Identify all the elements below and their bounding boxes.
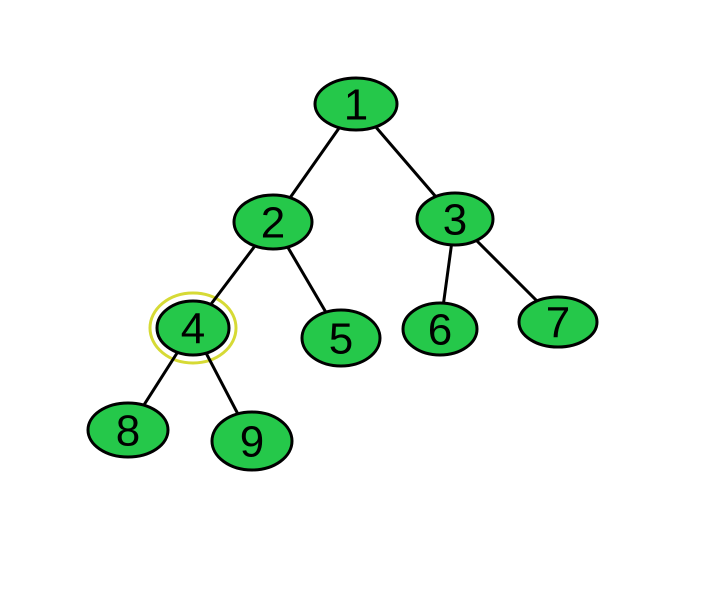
highlight-ring-node-4	[148, 291, 238, 365]
tree-node-label-2: 2	[261, 199, 285, 248]
tree-node-ellipse-2	[232, 193, 314, 251]
edges-layer	[126, 103, 560, 442]
tree-node-label-4: 4	[181, 305, 205, 354]
tree-node-ellipse-7	[517, 295, 599, 349]
tree-node-label-8: 8	[116, 407, 140, 456]
tree-node-ellipse-9	[210, 410, 294, 472]
tree-node-label-9: 9	[240, 418, 264, 467]
tree-node-label-6: 6	[428, 306, 452, 355]
tree-node-ellipse-8	[86, 401, 170, 459]
tree-node-ellipse-5	[300, 308, 382, 368]
tree-node-6: 6	[401, 301, 479, 357]
nodes-layer: 1 2 3 4 5 6 7 8 9	[86, 76, 599, 472]
tree-node-1: 1	[313, 76, 399, 132]
highlight-rings-layer	[148, 291, 238, 365]
tree-node-ellipse-6	[401, 301, 479, 357]
tree-node-ellipse-4	[155, 299, 231, 357]
tree-node-4: 4	[155, 299, 231, 357]
tree-node-2: 2	[232, 193, 314, 251]
tree-node-7: 7	[517, 295, 599, 349]
tree-node-ellipse-3	[415, 191, 495, 247]
tree-node-label-1: 1	[344, 81, 368, 130]
tree-node-label-5: 5	[329, 315, 353, 364]
tree-node-ellipse-1	[313, 76, 399, 132]
tree-node-8: 8	[86, 401, 170, 459]
tree-node-9: 9	[210, 410, 294, 472]
tree-node-label-7: 7	[546, 299, 570, 348]
tree-node-5: 5	[300, 308, 382, 368]
tree-node-3: 3	[415, 191, 495, 247]
tree-node-label-3: 3	[443, 196, 467, 245]
